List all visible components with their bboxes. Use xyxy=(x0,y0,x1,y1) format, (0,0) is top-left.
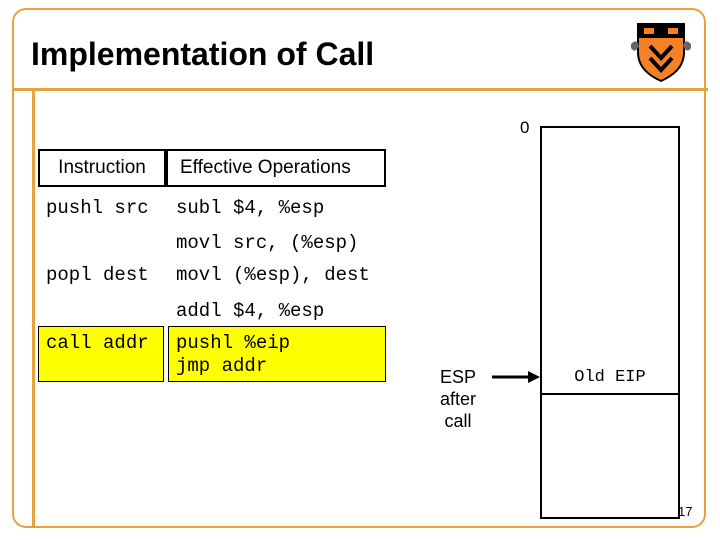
op-popl-2: addl $4, %esp xyxy=(176,300,325,322)
header-effective-operations: Effective Operations xyxy=(166,149,386,187)
op-pushl-1: subl $4, %esp xyxy=(176,197,325,219)
stack-memory xyxy=(540,126,680,519)
op-call-2: jmp addr xyxy=(176,355,268,377)
instruction-pushl: pushl src xyxy=(46,197,149,219)
header-instruction: Instruction xyxy=(38,149,166,187)
arrow-right-icon xyxy=(492,371,540,383)
call-row-highlight-right xyxy=(168,326,386,382)
stack-cell-old-eip: Old EIP xyxy=(574,367,646,387)
op-call-1: pushl %eip xyxy=(176,332,291,354)
page-number: 17 xyxy=(678,504,693,519)
call-row-highlight-left xyxy=(38,326,164,382)
left-margin-rule xyxy=(32,91,35,526)
princeton-shield-icon xyxy=(631,23,691,83)
esp-pointer-label: ESP after call xyxy=(439,367,477,431)
instruction-popl: popl dest xyxy=(46,264,149,286)
title-divider xyxy=(12,88,708,91)
stack-top-label: 0 xyxy=(520,118,530,137)
op-popl-1: movl (%esp), dest xyxy=(176,264,370,286)
op-pushl-2: movl src, (%esp) xyxy=(176,232,359,254)
slide-title: Implementation of Call xyxy=(31,36,375,72)
slide-frame xyxy=(12,8,706,528)
instruction-call: call addr xyxy=(46,332,149,354)
stack-cell-divider xyxy=(540,393,680,395)
